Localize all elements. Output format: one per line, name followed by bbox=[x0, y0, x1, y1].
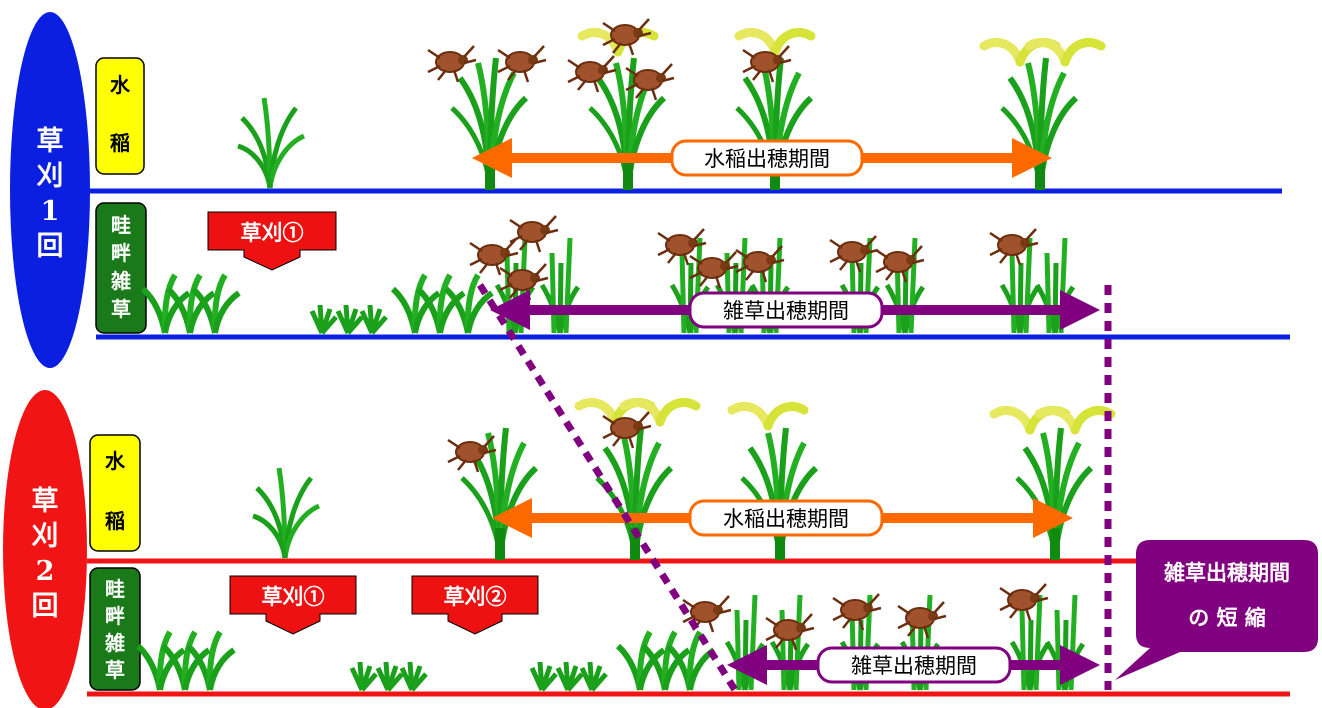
stink-bug-icon bbox=[568, 56, 616, 92]
panel-2-rice-period-arrow: 水稲出穂期間 bbox=[492, 498, 1073, 538]
weed-stub-icon bbox=[558, 662, 582, 690]
panel-1-rice-label-char-2: 稲 bbox=[110, 131, 130, 155]
stink-bug-icon bbox=[683, 596, 731, 632]
panel-1: 草 刈 1 回 水 稲 畦 畔 雑 草 bbox=[10, 12, 1290, 368]
panel-1-title-char-2: 刈 bbox=[37, 161, 64, 192]
panel-1-weed-label-char-1: 畦 bbox=[111, 213, 131, 237]
weed-stub-icon bbox=[352, 662, 376, 690]
panel-1-rice-label-char-1: 水 bbox=[110, 73, 131, 97]
rice-ear-icon bbox=[1029, 43, 1101, 62]
rice-ear-icon bbox=[739, 33, 811, 52]
panel-2-weed-label-char-4: 草 bbox=[105, 658, 125, 682]
panel-2-weed-label-char-3: 雑 bbox=[104, 631, 125, 655]
panel-2-mowing-2: 草刈② bbox=[412, 576, 538, 634]
rice-seedling-icon bbox=[253, 468, 319, 558]
weed-heading-icon bbox=[772, 595, 808, 690]
panel-1-title-char-3: 1 bbox=[41, 196, 60, 227]
panel-2-weed-label-char-1: 畦 bbox=[105, 577, 125, 601]
rice-seedling-icon bbox=[238, 98, 304, 188]
panel-2-weed-period-label: 雑草出穂期間 bbox=[851, 654, 977, 678]
panel-2-mowing-1: 草刈① bbox=[230, 576, 356, 634]
weed-stub-icon bbox=[582, 662, 606, 690]
panel-1-title-char-4: 回 bbox=[37, 231, 64, 262]
shortening-callout: 雑草出穂期間 の 短 縮 bbox=[1115, 540, 1318, 680]
stink-bug-icon bbox=[498, 46, 546, 82]
weed-stub-icon bbox=[362, 305, 386, 333]
rice-plant-icon bbox=[452, 58, 526, 190]
weed-stub-icon bbox=[312, 305, 336, 333]
panel-1-weed-period-label: 雑草出穂期間 bbox=[723, 299, 849, 323]
rice-plant-icon bbox=[597, 428, 671, 560]
panel-2-title-char-3: 2 bbox=[36, 556, 55, 587]
panel-2-rice-period-label: 水稲出穂期間 bbox=[723, 507, 849, 531]
panel-1-rice-period-arrow: 水稲出穂期間 bbox=[472, 138, 1052, 178]
stink-bug-icon bbox=[833, 594, 881, 630]
panel-1-weed-label-char-4: 草 bbox=[111, 297, 131, 321]
panel-2-rice-label-char-1: 水 bbox=[105, 449, 126, 473]
rice-ear-icon bbox=[624, 403, 696, 422]
rice-plant-icon bbox=[742, 428, 816, 560]
weed-stub-icon bbox=[402, 662, 426, 690]
rice-plant-icon bbox=[1017, 428, 1091, 560]
panel-2-mowing-2-label: 草刈② bbox=[444, 584, 507, 609]
panel-1-rice-period-label: 水稲出穂期間 bbox=[704, 147, 830, 171]
panel-1-weed-label-char-2: 畔 bbox=[111, 241, 131, 265]
weed-stub-icon bbox=[532, 662, 556, 690]
panel-2-mowing-1-label: 草刈① bbox=[262, 584, 325, 609]
panel-2-title-char-2: 刈 bbox=[32, 521, 59, 552]
panel-2-title-char-1: 草 bbox=[32, 486, 59, 517]
panel-1-mowing-1-label: 草刈① bbox=[241, 220, 304, 245]
stink-bug-icon bbox=[470, 239, 518, 275]
callout-line-2: の 短 縮 bbox=[1188, 605, 1266, 630]
panel-1-mowing-1: 草刈① bbox=[208, 212, 336, 270]
panel-2-rice-label-char-2: 稲 bbox=[105, 509, 125, 533]
stink-bug-icon bbox=[510, 216, 558, 252]
weed-stub-icon bbox=[378, 662, 402, 690]
panel-2-title-char-4: 回 bbox=[32, 591, 59, 622]
weed-stub-icon bbox=[338, 305, 362, 333]
callout-line-1: 雑草出穂期間 bbox=[1163, 560, 1290, 585]
stink-bug-icon bbox=[448, 436, 496, 472]
stink-bug-icon bbox=[428, 46, 476, 82]
weed-heading-icon bbox=[542, 238, 578, 333]
rice-ear-icon bbox=[732, 407, 804, 426]
panel-1-title-char-1: 草 bbox=[37, 126, 64, 157]
rice-ear-icon bbox=[1039, 411, 1111, 430]
panel-1-weed-label-char-3: 雑 bbox=[110, 269, 131, 293]
panel-2-weed-label-char-2: 畔 bbox=[105, 604, 125, 628]
